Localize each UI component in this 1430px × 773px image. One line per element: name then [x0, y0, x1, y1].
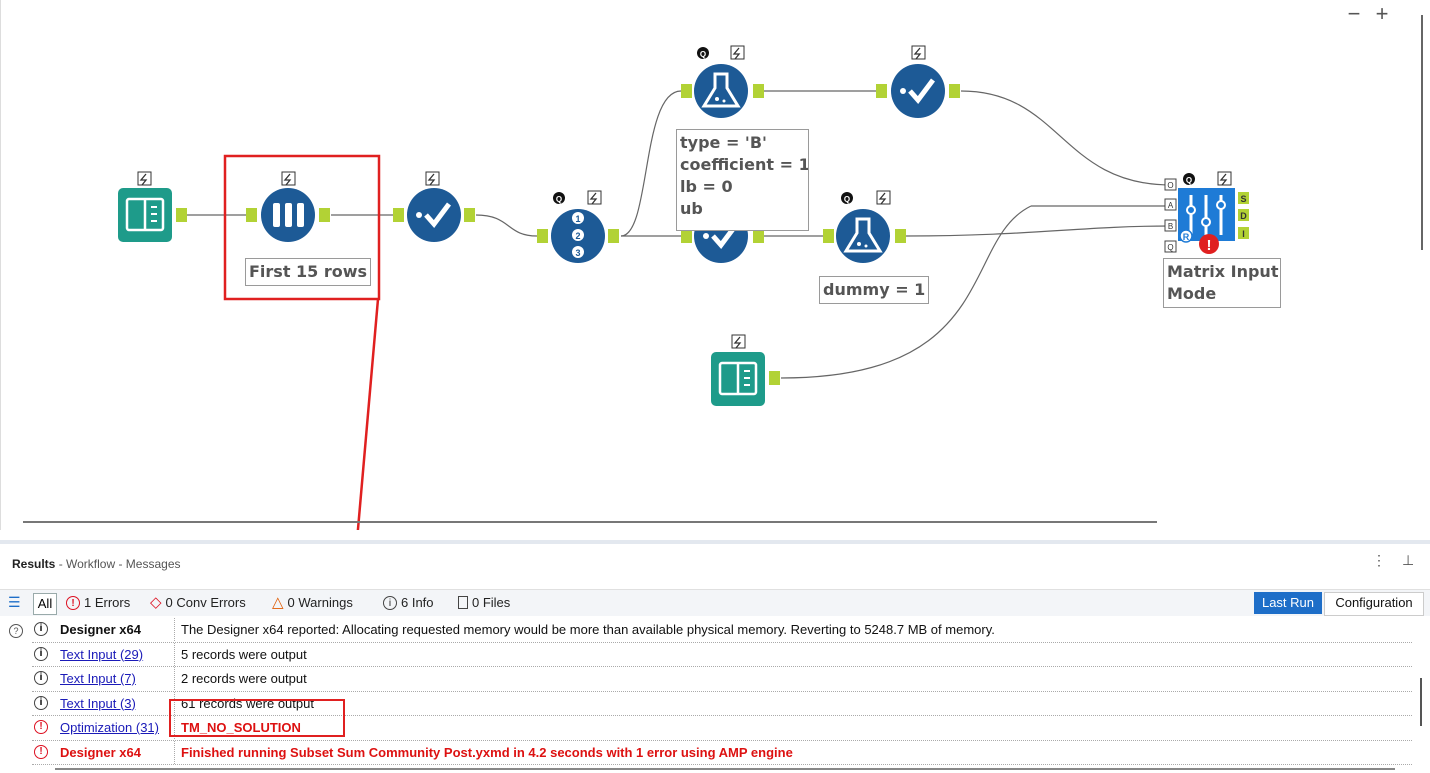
- sample-tool[interactable]: [246, 171, 330, 242]
- column-divider: [174, 691, 176, 715]
- info-icon: i: [34, 695, 48, 710]
- filter-errors-label: 1 Errors: [84, 595, 131, 610]
- pin-icon[interactable]: ⊥: [1402, 552, 1415, 568]
- port-i: I: [1242, 229, 1245, 239]
- workflow-canvas[interactable]: 1 2 3 Q Q: [0, 0, 1430, 530]
- message-row[interactable]: i Text Input (29) 5 records were output: [32, 642, 1412, 667]
- message-source: Designer x64: [60, 622, 141, 637]
- message-text: Finished running Subset Sum Community Po…: [181, 744, 793, 760]
- svg-text:Q: Q: [1186, 176, 1192, 185]
- results-vertical-scrollbar[interactable]: [1420, 678, 1422, 726]
- message-row[interactable]: ! Optimization (31) TM_NO_SOLUTION: [32, 716, 1412, 741]
- column-divider: [174, 740, 176, 764]
- connections: [187, 90, 1172, 379]
- select-tool-2[interactable]: [876, 45, 960, 118]
- svg-text:2: 2: [575, 231, 580, 241]
- svg-text:!: !: [1207, 237, 1212, 254]
- results-horizontal-scrollbar[interactable]: [55, 768, 1395, 770]
- filter-info[interactable]: i 6 Info: [383, 595, 434, 610]
- svg-text:Q: Q: [556, 195, 562, 204]
- column-divider: [174, 667, 176, 690]
- formula-top-node-label: type = 'B' coefficient = 1 lb = 0 ub: [676, 129, 809, 231]
- sample-node-label: First 15 rows: [245, 258, 372, 286]
- highlight-box-sample: [223, 154, 381, 301]
- svg-text:Q: Q: [844, 195, 850, 204]
- text-input-tool-2[interactable]: [711, 334, 780, 406]
- error-badge-icon: [1199, 234, 1219, 254]
- workflow-diagram: 1 2 3 Q Q: [118, 45, 1249, 530]
- info-icon: i: [34, 646, 48, 661]
- message-text: 2 records were output: [181, 671, 307, 686]
- message-row[interactable]: i Text Input (7) 2 records were output: [32, 667, 1412, 692]
- port-a: A: [1168, 201, 1174, 210]
- list-view-icon[interactable]: ☰: [8, 594, 21, 610]
- filter-files[interactable]: 0 Files: [458, 595, 510, 610]
- file-icon: [458, 596, 468, 609]
- message-row[interactable]: i Designer x64 The Designer x64 reported: …: [32, 618, 1412, 643]
- column-divider: [174, 618, 176, 641]
- message-source: Designer x64: [60, 744, 141, 760]
- highlight-box-error: [169, 699, 345, 737]
- filter-warnings-label: 0 Warnings: [287, 595, 353, 610]
- error-icon: !: [66, 595, 80, 610]
- zoom-in-button[interactable]: +: [1375, 1, 1389, 26]
- formula-tool-top[interactable]: Q: [681, 45, 764, 118]
- filter-warnings[interactable]: △ 0 Warnings: [272, 593, 353, 611]
- zoom-out-button[interactable]: −: [1347, 1, 1361, 26]
- error-icon: !: [34, 720, 48, 734]
- port-q: Q: [1167, 243, 1173, 252]
- svg-text:3: 3: [575, 248, 580, 258]
- message-text: TM_NO_SOLUTION: [181, 720, 301, 735]
- select-tool-1[interactable]: [393, 171, 475, 242]
- optimization-node-label: Matrix Input Mode: [1163, 258, 1281, 308]
- canvas-horizontal-scrollbar[interactable]: [23, 521, 1157, 523]
- error-icon: !: [34, 744, 48, 759]
- canvas-vertical-scrollbar[interactable]: [1421, 15, 1423, 250]
- port-b: B: [1168, 222, 1173, 231]
- optimization-tool[interactable]: O A B Q S D I R ! Q: [1164, 171, 1249, 254]
- port-d: D: [1240, 211, 1247, 221]
- filter-errors[interactable]: ! 1 Errors: [66, 595, 130, 610]
- warning-icon: △: [272, 593, 284, 611]
- message-source[interactable]: Optimization (31): [60, 720, 159, 735]
- last-run-button[interactable]: Last Run: [1254, 592, 1322, 614]
- svg-text:R: R: [1183, 232, 1190, 242]
- results-breadcrumb: - Workflow - Messages: [55, 557, 181, 571]
- column-divider: [174, 642, 176, 666]
- results-header: Results - Workflow - Messages: [12, 557, 181, 571]
- filter-conv-errors[interactable]: ◇ 0 Conv Errors: [150, 593, 246, 611]
- message-text: 5 records were output: [181, 646, 307, 662]
- formula-bottom-node-label: dummy = 1: [819, 276, 930, 304]
- info-icon: i: [34, 671, 48, 685]
- filter-files-label: 0 Files: [472, 595, 511, 610]
- svg-text:1: 1: [575, 214, 580, 224]
- text-input-tool-1[interactable]: [118, 171, 187, 242]
- highlight-arrow: [356, 298, 380, 530]
- formula-tool-bottom[interactable]: Q: [823, 190, 906, 263]
- info-icon: i: [383, 595, 397, 610]
- results-filter-bar: ☰ All ! 1 Errors ◇ 0 Conv Errors △ 0 War…: [0, 589, 1430, 616]
- message-row[interactable]: ! Designer x64 Finished running Subset Sum…: [32, 740, 1412, 765]
- message-source[interactable]: Text Input (3): [60, 695, 136, 711]
- record-id-tool[interactable]: 1 2 3 Q: [537, 190, 619, 263]
- info-icon: i: [34, 622, 48, 636]
- results-title: Results: [12, 557, 56, 571]
- filter-all-button[interactable]: All: [33, 593, 57, 615]
- filter-conv-errors-label: 0 Conv Errors: [165, 595, 246, 610]
- message-text: The Designer x64 reported: Allocating re…: [181, 622, 995, 637]
- more-options-icon[interactable]: ⋮: [1372, 552, 1386, 568]
- conv-error-icon: ◇: [150, 593, 162, 611]
- filter-info-label: 6 Info: [401, 595, 434, 610]
- svg-text:Q: Q: [700, 50, 706, 59]
- results-panel: Results - Workflow - Messages ⋮ ⊥ ☰ All …: [0, 540, 1430, 773]
- message-source[interactable]: Text Input (7): [60, 671, 136, 686]
- column-divider: [174, 716, 176, 739]
- port-s: S: [1240, 194, 1246, 204]
- configuration-button[interactable]: Configuration: [1324, 592, 1424, 616]
- port-o: O: [1167, 181, 1173, 190]
- message-source[interactable]: Text Input (29): [60, 646, 144, 662]
- help-icon[interactable]: ?: [9, 624, 23, 638]
